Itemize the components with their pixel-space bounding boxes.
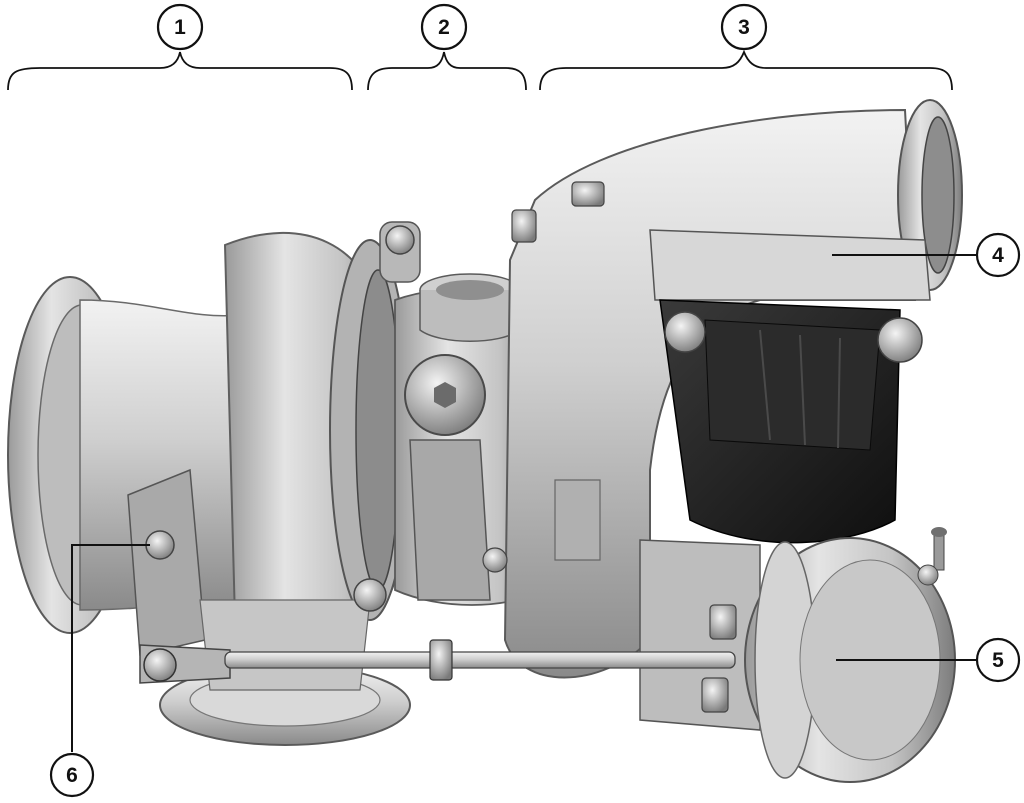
callout-4-label: 4 (992, 244, 1004, 267)
callout-2-label: 2 (438, 16, 450, 39)
callout-3-label: 3 (738, 16, 750, 39)
callout-5: 5 (975, 637, 1021, 683)
leader-lines (71, 254, 976, 752)
electric-actuator (649, 229, 931, 544)
callout-4: 4 (975, 232, 1021, 278)
wastegate-pivot-bolt (145, 530, 175, 560)
callout-2: 2 (420, 3, 468, 51)
callout-6-label: 6 (66, 764, 78, 787)
section-braces (7, 49, 953, 91)
brace-section-2 (367, 51, 527, 91)
wastegate-linkage-rod (139, 639, 736, 684)
callout-6: 6 (49, 752, 95, 798)
leader-6 (71, 544, 150, 752)
callout-1: 1 (156, 3, 204, 51)
callout-3: 3 (720, 3, 768, 51)
brace-section-3 (539, 49, 953, 91)
wastegate-vacuum-actuator (639, 527, 956, 783)
callout-1-label: 1 (174, 16, 186, 39)
callout-5-label: 5 (992, 649, 1004, 672)
brace-section-1 (7, 51, 353, 91)
